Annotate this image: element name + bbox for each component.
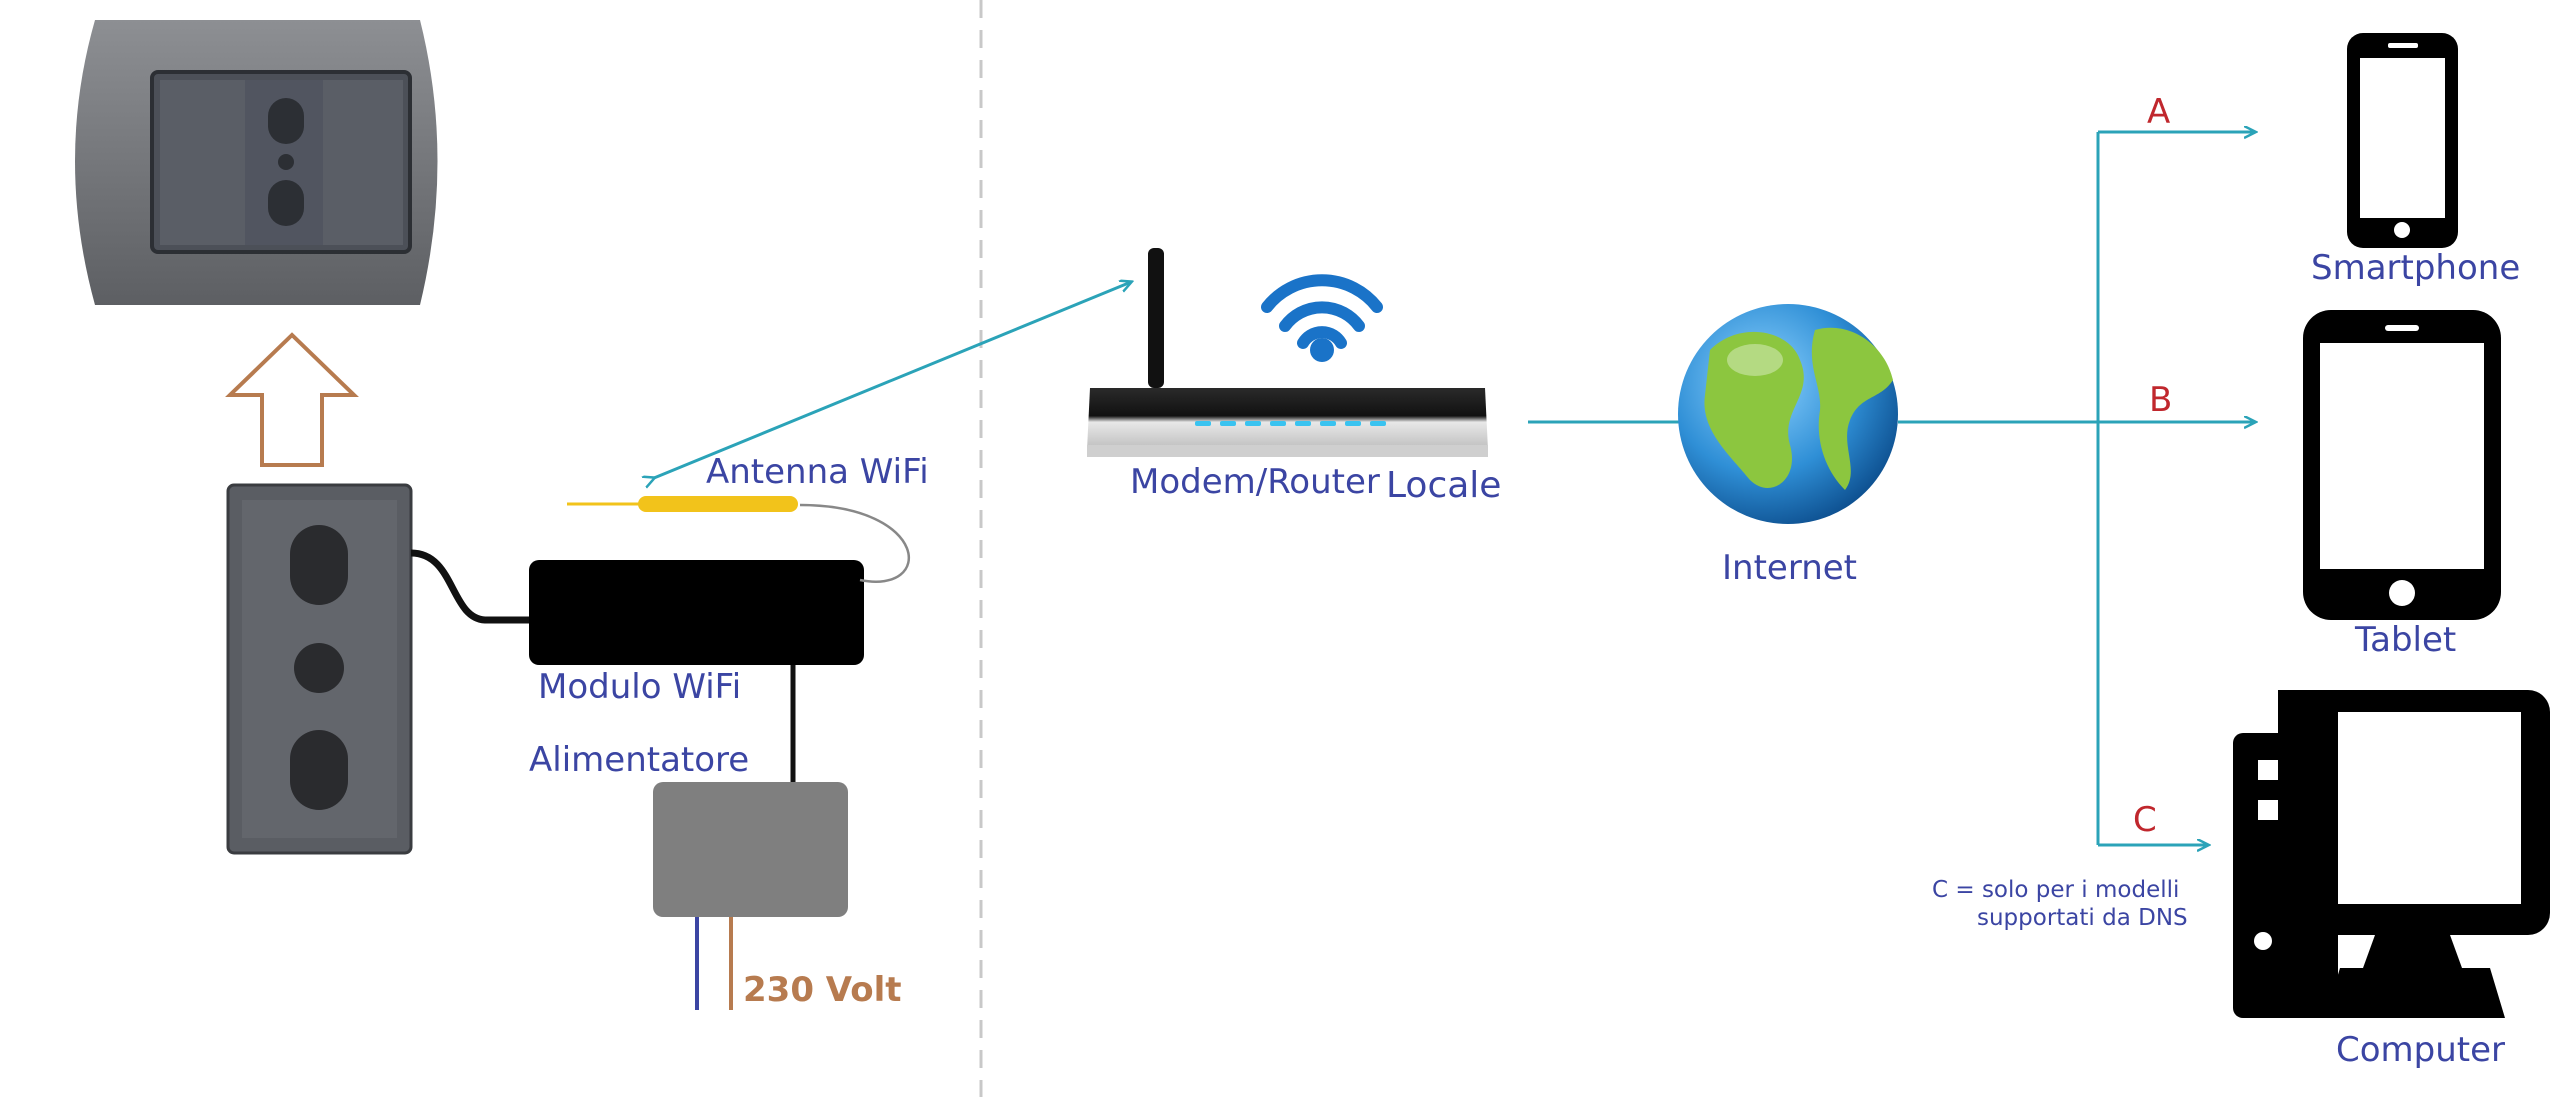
socket-cable bbox=[410, 549, 530, 624]
computer-label: Computer bbox=[2336, 1030, 2506, 1070]
modulo-wifi-label: Modulo WiFi bbox=[538, 667, 742, 707]
wall-plate-image bbox=[75, 20, 438, 305]
antenna-wifi-label: Antenna WiFi bbox=[706, 452, 929, 492]
volt-label: 230 Volt bbox=[743, 970, 902, 1010]
tablet-label: Tablet bbox=[2355, 620, 2457, 660]
internet-globe-icon bbox=[1678, 304, 1898, 524]
internet-label: Internet bbox=[1722, 548, 1858, 588]
wifi-signal-icon bbox=[1261, 274, 1383, 362]
wifi-link-arrow bbox=[654, 282, 1131, 478]
antenna-wifi-icon bbox=[638, 496, 798, 512]
upward-arrow-icon bbox=[225, 332, 359, 467]
modem-router-label: Modem/Router bbox=[1130, 462, 1380, 502]
note-line-1: C = solo per i modelli bbox=[1932, 877, 2180, 903]
smartphone-icon bbox=[2347, 33, 2458, 248]
route-b-label: B bbox=[2149, 380, 2173, 420]
smartphone-label: Smartphone bbox=[2311, 248, 2521, 288]
antenna-wire bbox=[799, 503, 910, 583]
power-supply-box bbox=[653, 782, 848, 917]
wifi-module-box bbox=[529, 560, 864, 665]
tablet-icon bbox=[2303, 310, 2501, 620]
locale-label: Locale bbox=[1386, 465, 1502, 506]
note-line-2: supportati da DNS bbox=[1977, 905, 2188, 931]
alimentatore-label: Alimentatore bbox=[529, 740, 750, 780]
route-a-label: A bbox=[2147, 92, 2171, 132]
route-c-label: C bbox=[2133, 800, 2157, 840]
computer-icon bbox=[2233, 690, 2550, 1018]
router-image bbox=[1087, 248, 1488, 457]
socket-module-image bbox=[226, 483, 413, 855]
